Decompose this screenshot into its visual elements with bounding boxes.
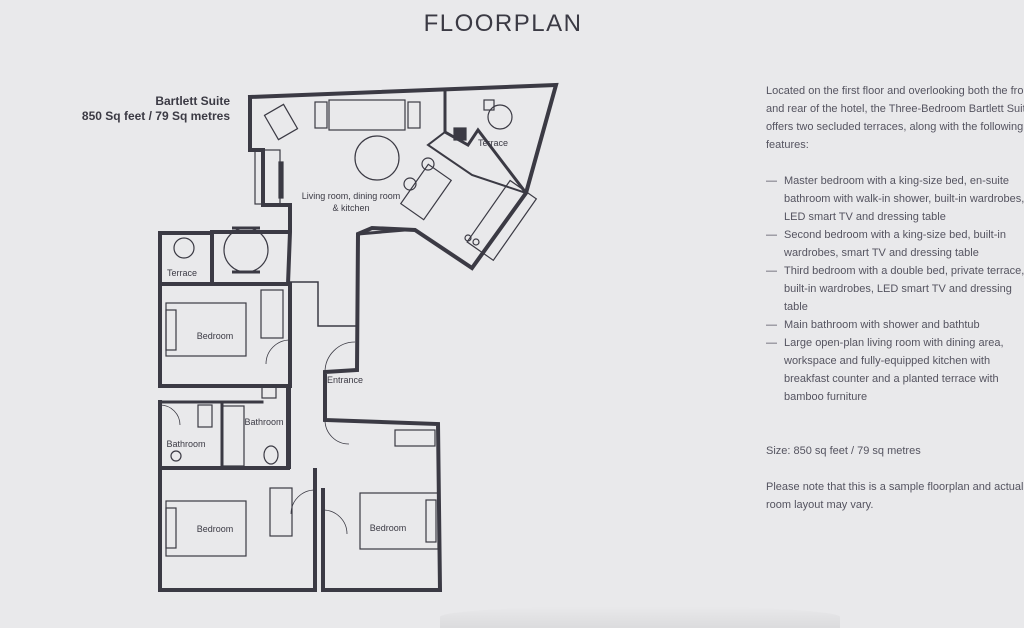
page-title: FLOORPLAN <box>423 10 583 37</box>
label-bedroom-lower-left: Bedroom <box>197 524 234 534</box>
label-bathroom-left: Bathroom <box>166 439 205 449</box>
label-entrance: Entrance <box>327 375 363 385</box>
bottom-shadow <box>440 606 840 628</box>
label-living-room-line2: & kitchen <box>332 203 369 213</box>
bedroom-lower-left-wall <box>158 466 317 592</box>
features-list: —Master bedroom with a king-size bed, en… <box>766 172 1024 406</box>
bullet-dash: — <box>766 265 777 277</box>
bullet-dash: — <box>766 319 777 331</box>
disclaimer-note: Please note that this is a sample floorp… <box>766 481 1024 511</box>
description-panel: Located on the first floor and overlooki… <box>766 82 1024 514</box>
feature-item: —Third bedroom with a double bed, privat… <box>766 262 1024 316</box>
bullet-dash: — <box>766 175 777 187</box>
label-bedroom-upper: Bedroom <box>197 331 234 341</box>
bathrooms-wall <box>158 384 290 470</box>
label-bedroom-lower-right: Bedroom <box>370 523 407 533</box>
bullet-dash: — <box>766 337 777 349</box>
suite-size: 850 Sq feet / 79 Sq metres <box>81 109 230 123</box>
label-terrace-top: Terrace <box>478 138 508 148</box>
bullet-dash: — <box>766 229 777 241</box>
size-text: Size: 850 sq feet / 79 sq metres <box>766 445 921 457</box>
label-living-room-line1: Living room, dining room <box>302 191 401 201</box>
label-bathroom-middle: Bathroom <box>244 417 283 427</box>
suite-label: Bartlett Suite 850 Sq feet / 79 Sq metre… <box>70 94 230 124</box>
feature-item: —Master bedroom with a king-size bed, en… <box>766 172 1024 226</box>
feature-item: —Main bathroom with shower and bathtub <box>766 316 1024 334</box>
label-terrace-left: Terrace <box>167 268 197 278</box>
description-intro: Located on the first floor and overlooki… <box>766 85 1024 151</box>
feature-item: —Large open-plan living room with dining… <box>766 334 1024 406</box>
outer-wall-living <box>247 82 559 592</box>
suite-name: Bartlett Suite <box>155 94 230 108</box>
feature-item: —Second bedroom with a king-size bed, bu… <box>766 226 1024 262</box>
